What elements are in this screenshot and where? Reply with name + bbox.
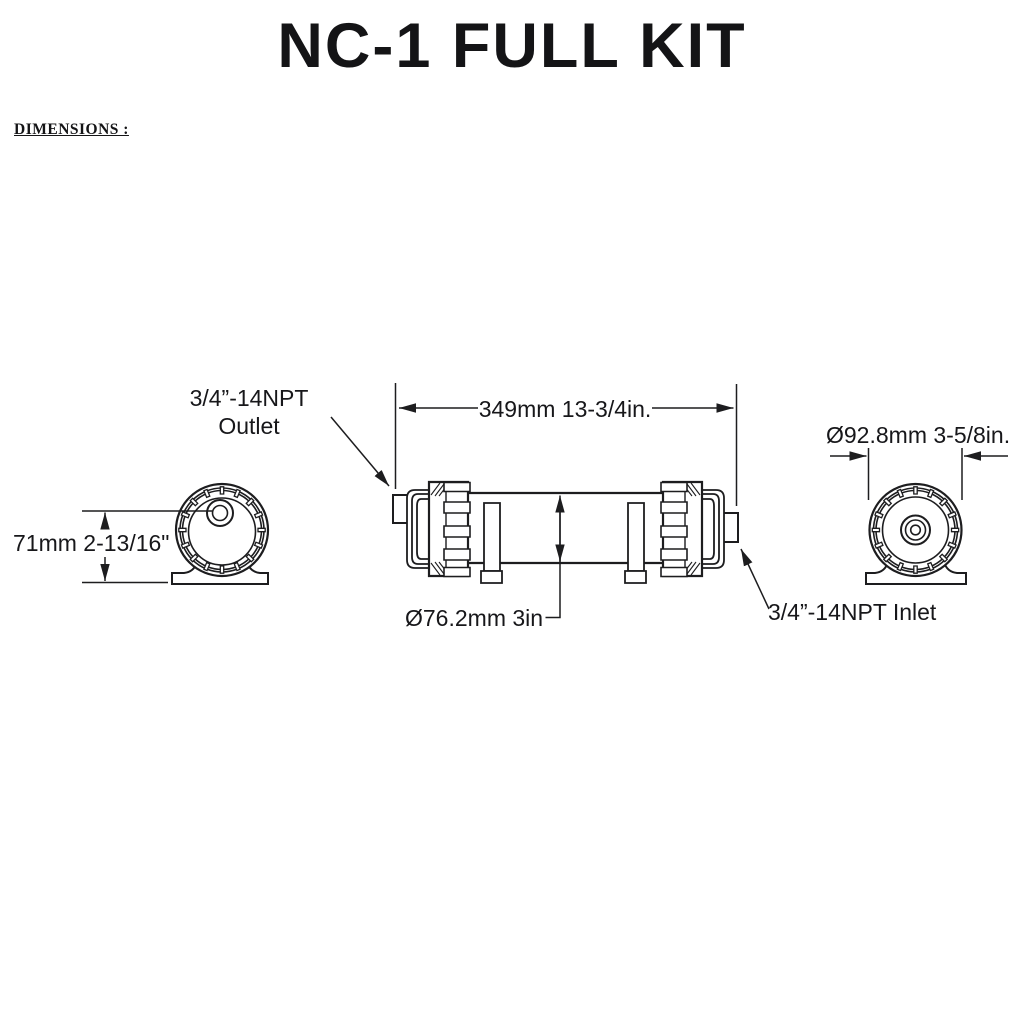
inlet-end-view (866, 484, 966, 584)
inlet-port-ring (906, 520, 926, 540)
cap-diameter-dimension (830, 448, 1008, 500)
length-dimension-349mm (396, 383, 737, 506)
dimension-lines (82, 383, 1008, 618)
cap-interior-ring (189, 498, 256, 565)
outlet-port-outer (207, 500, 233, 526)
cap-interior-ring (883, 497, 949, 563)
left-nut-knurling (431, 483, 446, 575)
port-height-dimension-text: 71mm 2-13/16" (13, 530, 170, 556)
cap-rib-ticks (179, 487, 265, 573)
inlet-port-bore (911, 525, 921, 535)
dimensions-heading: DIMENSIONS : (14, 121, 129, 138)
right-union-nut (661, 482, 702, 577)
right-clamp-bracket (625, 503, 646, 583)
inlet-port-label: 3/4”-14NPT Inlet (768, 599, 937, 625)
left-clamp-bracket (481, 503, 502, 583)
right-end-cap (699, 490, 724, 568)
outlet-leader-arrow (331, 417, 389, 486)
page-title: NC-1 FULL KIT (277, 11, 747, 81)
length-dimension-text: 349mm 13-3/4in. (478, 396, 652, 422)
cap-diameter-dimension-text: Ø92.8mm 3-5/8in. (826, 422, 1011, 448)
leader-tail (546, 545, 561, 618)
right-nut-ribs (661, 483, 687, 577)
left-end-cap (407, 490, 432, 568)
cap-rib-ticks (872, 487, 958, 573)
left-nut-ribs (444, 483, 470, 577)
port-height-dimension (82, 511, 212, 583)
outlet-label-line1: 3/4”-14NPT (189, 385, 309, 411)
body-diameter-dimension-text: Ø76.2mm 3in (405, 605, 544, 631)
inlet-leader-arrow (741, 549, 769, 609)
side-view (393, 482, 738, 583)
outlet-label-line2: Outlet (218, 413, 280, 439)
body-diameter-dimension (546, 495, 565, 618)
left-union-nut (429, 482, 470, 577)
outlet-end-view (172, 484, 268, 584)
outlet-port-label: 3/4”-14NPT Outlet (190, 384, 309, 440)
outlet-port-bore (213, 506, 228, 521)
